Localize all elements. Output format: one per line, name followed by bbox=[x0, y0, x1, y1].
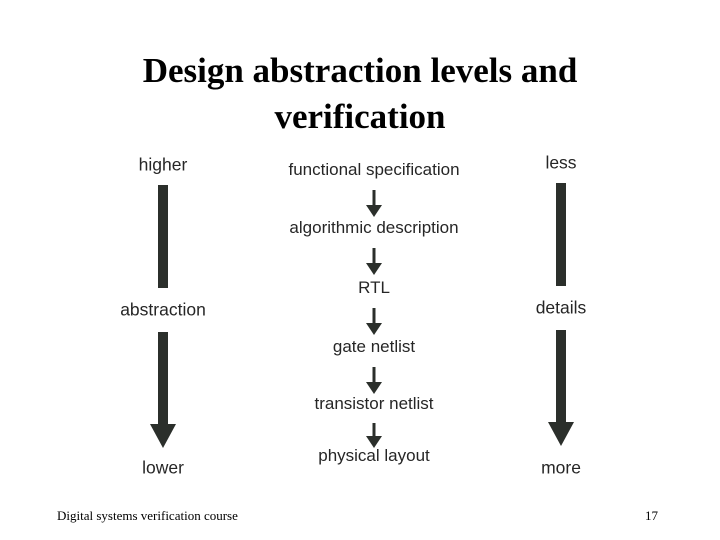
left-axis-bottom-label: lower bbox=[142, 457, 184, 478]
flow-arrow-3-head-icon bbox=[366, 323, 382, 335]
right-axis-bottom-label: more bbox=[541, 457, 581, 478]
left-axis-bar-lower bbox=[158, 332, 168, 424]
right-axis-top-label: less bbox=[545, 152, 577, 173]
left-axis-arrowhead-icon bbox=[150, 424, 176, 448]
flow-arrow-1-shaft bbox=[372, 190, 376, 211]
flow-arrow-4-head-icon bbox=[366, 382, 382, 394]
flow-step-physical-layout: physical layout bbox=[318, 446, 430, 465]
page-title: Design abstraction levels and verificati… bbox=[142, 51, 578, 136]
flow-step-transistor-netlist: transistor netlist bbox=[314, 394, 434, 413]
flow-arrow-5-shaft bbox=[372, 423, 376, 442]
right-axis-label: details bbox=[535, 297, 587, 318]
right-axis-bar-upper bbox=[556, 183, 566, 286]
flow-arrow-4-shaft bbox=[372, 367, 376, 388]
flow-arrow-5-head-icon bbox=[366, 436, 382, 448]
flow-step-rtl: RTL bbox=[358, 278, 390, 297]
left-axis-label: abstraction bbox=[120, 299, 206, 320]
flow-step-gate-netlist: gate netlist bbox=[332, 337, 416, 356]
right-axis-bar-lower bbox=[556, 330, 566, 422]
footer-page-number: 17 bbox=[645, 508, 658, 523]
left-axis-top-label: higher bbox=[138, 154, 188, 175]
left-axis-bar-upper bbox=[158, 185, 168, 288]
flow-arrow-2-shaft bbox=[372, 248, 376, 269]
footer-course-name: Digital systems verification course bbox=[57, 508, 238, 523]
flow-step-algorithmic-description: algorithmic description bbox=[289, 218, 459, 237]
flow-step-functional-specification: functional specification bbox=[288, 160, 460, 179]
flow-arrow-2-head-icon bbox=[366, 263, 382, 275]
flow-arrow-1-head-icon bbox=[366, 205, 382, 217]
flow-arrow-3-shaft bbox=[372, 308, 376, 329]
right-axis-arrowhead-icon bbox=[548, 422, 574, 446]
